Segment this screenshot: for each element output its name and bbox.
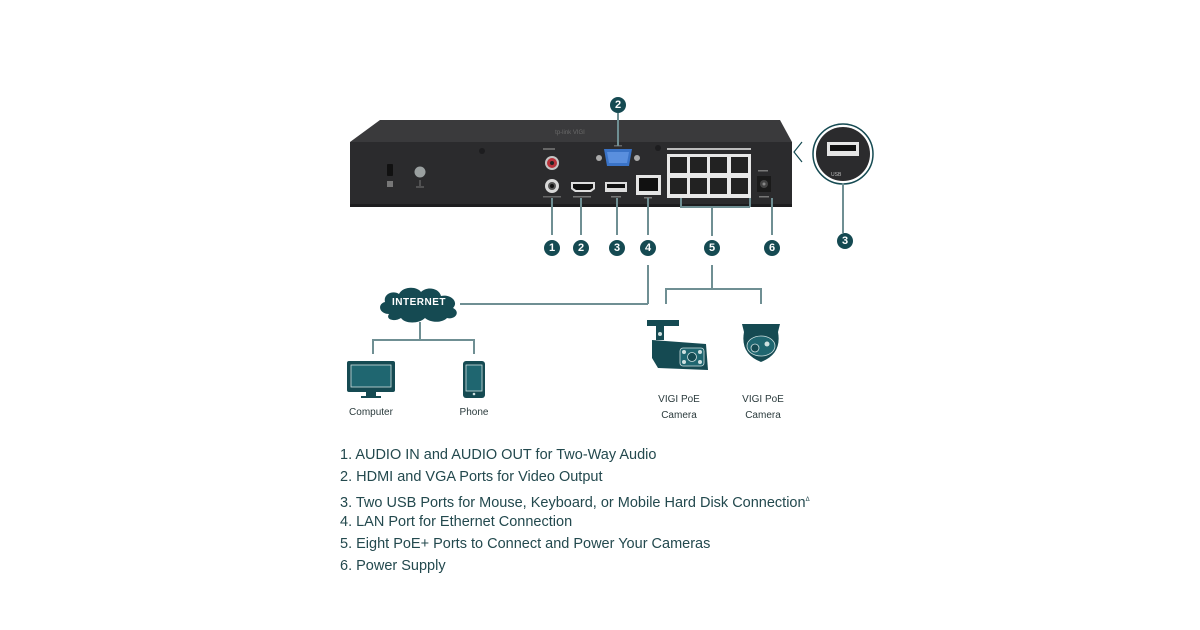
computer-label: Computer [349, 407, 393, 418]
camera-connector-left [665, 288, 667, 304]
footnote-marker: Δ [805, 496, 810, 503]
callout-line-hdmi [580, 198, 582, 235]
feature-text: 3. Two USB Ports for Mouse, Keyboard, or… [340, 494, 806, 511]
power-port [757, 170, 771, 198]
bullet-camera-label-line1: VIGI PoE [658, 394, 700, 405]
callout-badge-poe: 5 [704, 240, 720, 256]
feature-text: 1. AUDIO IN and AUDIO OUT for Two-Way Au… [340, 447, 657, 463]
callout-badge-vga: 2 [610, 97, 626, 113]
feature-item: 4. LAN Port for Ethernet Connection [340, 511, 810, 533]
poe-connector-line [711, 265, 713, 289]
callout-badge-usb-zoom: 3 [837, 233, 853, 249]
callout-line-usb-zoom [842, 183, 844, 233]
phone-icon [463, 361, 485, 398]
feature-list: 1. AUDIO IN and AUDIO OUT for Two-Way Au… [340, 444, 810, 578]
lan-port [636, 175, 661, 199]
feature-item: 5. Eight PoE+ Ports to Connect and Power… [340, 533, 810, 555]
dome-camera-label-line2: Camera [745, 410, 781, 421]
usb-zoom-inset [793, 123, 874, 185]
callout-badge-hdmi: 2 [573, 240, 589, 256]
bullet-camera-icon [647, 320, 708, 370]
computer-icon [347, 361, 395, 398]
feature-item: 1. AUDIO IN and AUDIO OUT for Two-Way Au… [340, 444, 810, 466]
callout-badge-audio: 1 [544, 240, 560, 256]
feature-text: 4. LAN Port for Ethernet Connection [340, 513, 573, 530]
feature-item: 6. Power Supply [340, 555, 810, 577]
svg-text:tp-link VIGI: tp-link VIGI [555, 130, 585, 136]
lan-connector-line [647, 265, 649, 304]
camera-connector-bar [665, 288, 761, 290]
callout-line-power [771, 198, 773, 235]
feature-text: 6. Power Supply [340, 558, 446, 575]
bullet-camera-label-line2: Camera [661, 410, 697, 421]
hdmi-port [571, 182, 595, 198]
internet-connector-line [460, 303, 648, 305]
feature-item: 2. HDMI and VGA Ports for Video Output [340, 466, 810, 488]
dome-camera-label-line1: VIGI PoE [742, 394, 784, 405]
vga-port [596, 145, 640, 166]
internet-cloud-icon [380, 287, 457, 323]
callout-line-audio [551, 198, 553, 235]
client-connector-left [372, 339, 374, 354]
phone-label: Phone [459, 407, 489, 418]
client-connector-right [473, 339, 475, 354]
callout-bracket-poe-left [680, 198, 682, 207]
internet-label: INTERNET [392, 297, 446, 308]
callout-bracket-poe [680, 206, 750, 208]
callout-badge-lan: 4 [640, 240, 656, 256]
callout-line-lan [647, 198, 649, 235]
poe-ports [667, 148, 751, 198]
callout-line-usb [616, 198, 618, 235]
feature-item: 3. Two USB Ports for Mouse, Keyboard, or… [340, 489, 810, 511]
callout-line-vga [617, 113, 619, 146]
usb-zoom-label: USB [831, 172, 842, 178]
nvr-device-illustration: tp-link VIGI [350, 120, 792, 207]
audio-out-port [543, 179, 561, 198]
audio-in-port [543, 148, 559, 170]
camera-connector-right [760, 288, 762, 304]
callout-bracket-poe-right [749, 198, 751, 207]
callout-badge-power: 6 [764, 240, 780, 256]
dome-camera-icon [742, 324, 780, 362]
client-connector-line [419, 322, 421, 340]
callout-badge-usb: 3 [609, 240, 625, 256]
feature-text: 5. Eight PoE+ Ports to Connect and Power… [340, 536, 711, 553]
kensington-lock-icon [387, 164, 393, 187]
ground-screw-icon [414, 166, 426, 188]
feature-text: 2. HDMI and VGA Ports for Video Output [340, 469, 603, 486]
callout-line-poe [711, 206, 713, 236]
client-connector-bar [372, 339, 474, 341]
usb-port [605, 182, 627, 198]
